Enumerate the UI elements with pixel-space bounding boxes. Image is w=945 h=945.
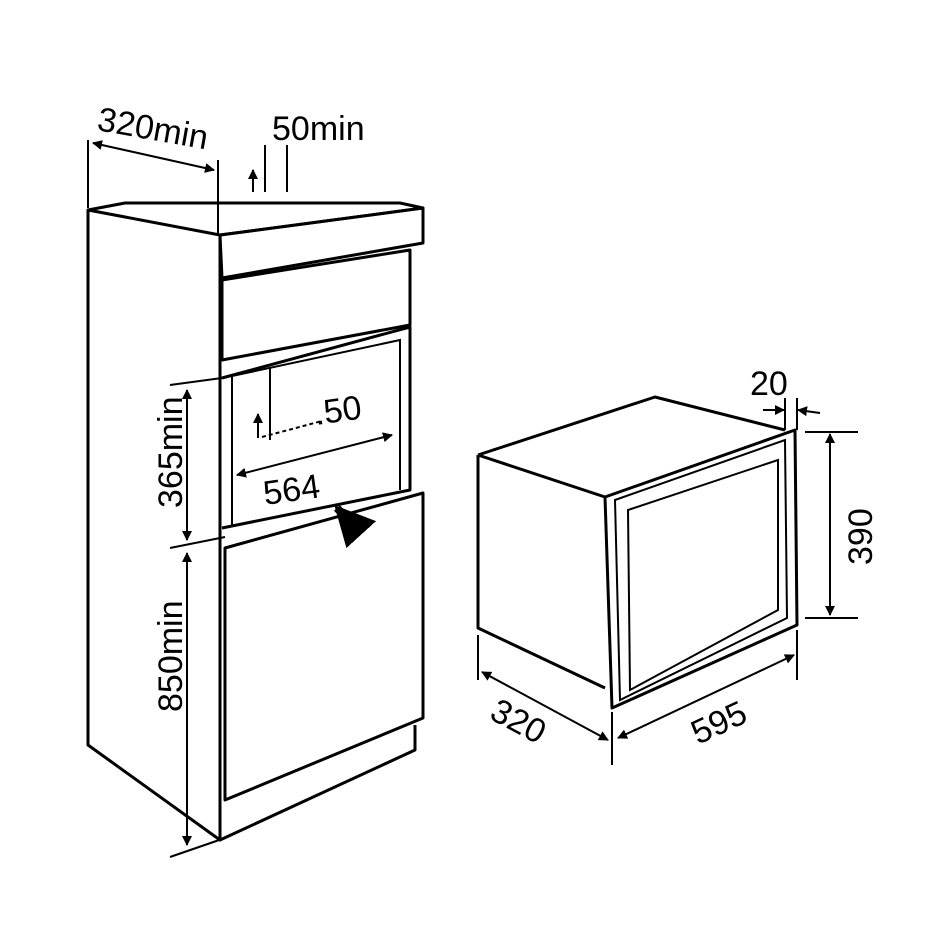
microwave-niche [221,325,412,530]
appliance-height-label: 390 [842,508,880,565]
niche-height-label: 365min [152,396,190,508]
front-frame [603,428,799,710]
microwave-appliance [476,395,799,710]
door-window [626,458,779,692]
tall-cabinet [86,201,425,842]
frame-depth-label: 20 [750,365,788,403]
lower-door [223,491,425,802]
cabinet-dimensions [87,140,393,858]
cabinet-depth-label: 320min [95,100,211,157]
insert-arrow-icon [334,505,377,549]
appliance-width-label: 595 [685,694,752,752]
base-height-label: 850min [152,600,190,712]
appliance-dimensions [477,398,858,765]
ventilation-gap-label: 50min [272,110,365,148]
niche-width-label: 564 [261,467,322,513]
appliance-depth-label: 320 [484,692,552,752]
niche-back-gap-label: .50 [312,389,364,433]
upper-panel [220,248,412,362]
